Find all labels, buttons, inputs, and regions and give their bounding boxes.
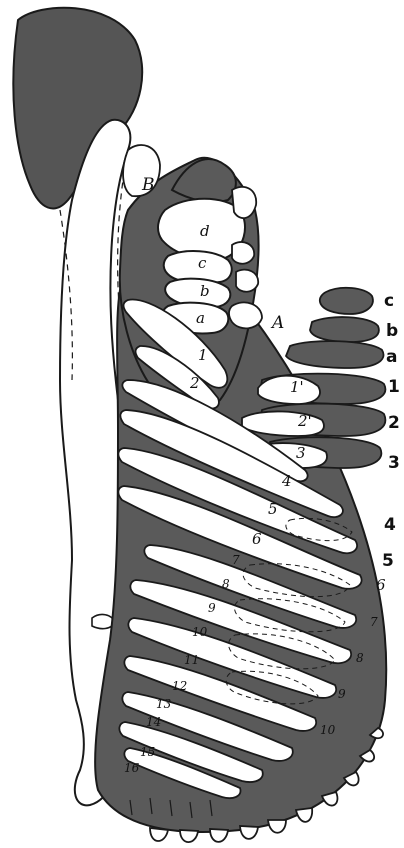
right-label-a: a [386,347,397,367]
label-9-inner: 9 [208,601,216,615]
label-c: c [198,254,207,272]
block-b [310,317,379,342]
label-12-inner: 12 [172,679,187,693]
label-d: d [200,222,210,240]
right-label-3: 3 [388,453,400,473]
process-mid2 [236,270,258,292]
label-11-inner: 11 [184,653,199,667]
vertebra-cap [172,159,236,202]
right-label-c: c [384,291,394,311]
label-3-inner: 3 [296,444,306,462]
label-a: a [196,309,205,327]
right-label-7: 7 [370,615,378,629]
label-1prime: 1' [290,378,304,396]
label-6-inner: 6 [252,530,262,548]
right-label-6: 6 [376,576,386,594]
label-15-inner: 15 [140,745,155,759]
right-label-b: b [386,321,398,341]
process-mid1 [232,242,254,264]
label-1: 1 [198,346,208,364]
label-A: A [270,313,284,333]
process-A [229,302,262,328]
right-label-10: 10 [320,723,336,737]
right-label-8: 8 [356,651,364,665]
label-10-inner: 10 [192,625,208,639]
label-2prime: 2' [297,412,312,430]
label-5-inner: 5 [268,500,278,518]
process-top [232,187,256,218]
block-a [286,341,384,368]
label-8-inner: 8 [222,577,230,591]
right-label-9: 9 [338,687,346,701]
label-2: 2 [189,374,200,392]
right-label-5: 5 [382,551,394,571]
label-7-inner: 7 [232,553,240,567]
block-c [320,288,373,314]
label-13-inner: 13 [156,697,172,711]
label-b: b [200,282,210,300]
label-16-inner: 16 [124,761,140,775]
label-4-inner: 4 [281,472,292,490]
label-B: B [141,175,155,195]
label-14-inner: 14 [146,715,161,729]
right-label-4: 4 [384,515,396,535]
right-label-1: 1 [388,377,400,397]
right-label-2: 2 [388,413,400,433]
